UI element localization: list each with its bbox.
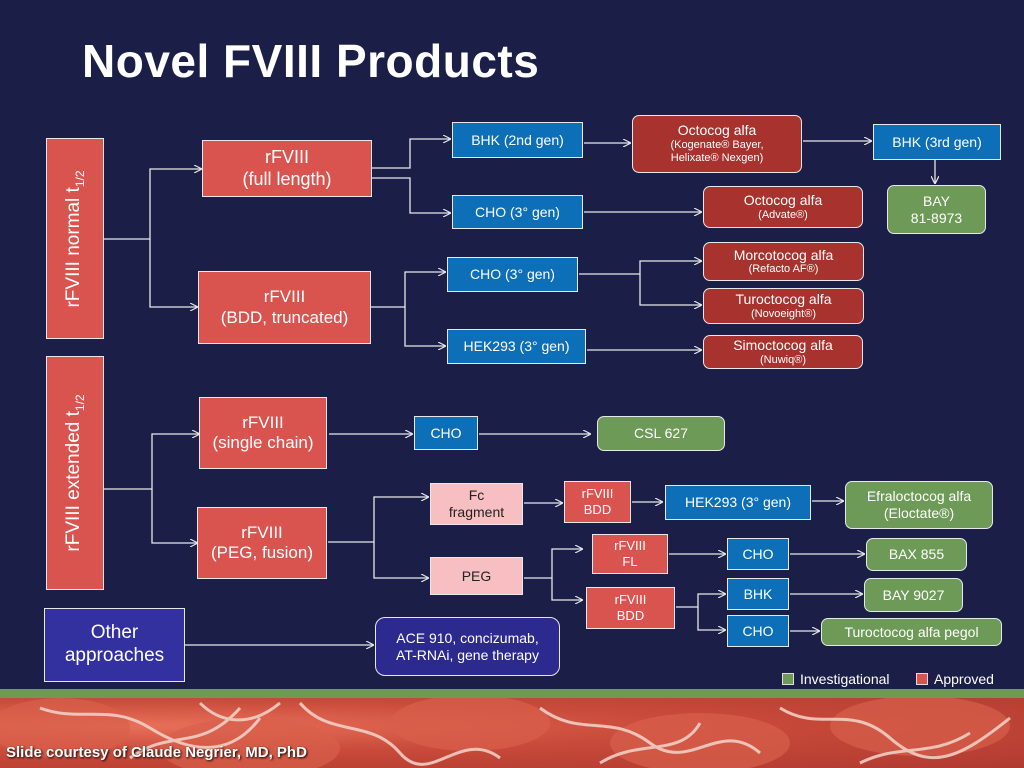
footer-divider [0,689,1024,698]
cell-line-cho-3-gen: CHO (3° gen) [452,195,583,229]
rfviii-peg-fusion-box: rFVIII(PEG, fusion) [197,507,327,579]
rfviii-full-length-box: rFVIII(full length) [202,140,372,197]
page-title: Novel FVIII Products [82,35,540,87]
legend-swatch-approved [916,673,928,685]
slide-credit: Slide courtesy of Claude Negrier, MD, Ph… [6,744,307,761]
rfviii-extended-half-life-label: rFVIII extended t1/2 [63,394,87,552]
rfviii-normal-half-life-box: rFVIII normal t1/2 [46,138,104,339]
cell-line-cho: CHO [727,538,789,570]
cell-line-bhk-3rd-gen: BHK (3rd gen) [873,124,1001,160]
product-morcotocog-alfa: Morcotocog alfa (Refacto AF®) [703,242,864,281]
rfviii-single-chain-box: rFVIII(single chain) [199,397,327,469]
product-octocog-alfa-advate: Octocog alfa (Advate®) [703,186,863,228]
cell-line-hek293-3-gen: HEK293 (3° gen) [447,329,586,364]
legend-approved: Approved [916,671,994,687]
footer-image [0,698,1024,768]
cell-line-bhk: BHK [727,578,789,610]
product-turoctocog-alfa: Turoctocog alfa (Novoeight®) [703,288,864,324]
other-approaches-box: Other approaches [44,608,185,682]
rfviii-normal-half-life-label: rFVIII normal t1/2 [63,169,87,308]
product-csl-627: CSL 627 [597,416,725,451]
cell-line-cho-3-gen: CHO (3° gen) [447,257,578,292]
product-turoctocog-alfa-pegol: Turoctocog alfa pegol [821,618,1002,646]
blood-cells-image [0,698,1011,768]
product-efraloctocog-alfa: Efraloctocog alfa(Eloctate®) [845,481,993,529]
peg-box: PEG [430,557,523,595]
other-approaches-result: ACE 910, concizumab,AT-RNAi, gene therap… [375,617,560,676]
cell-line-hek293-3-gen: HEK293 (3° gen) [665,485,811,520]
legend-swatch-investigational [782,673,794,685]
product-bax-855: BAX 855 [866,538,967,571]
cell-line-cho: CHO [727,615,789,647]
cell-line-cho: CHO [414,416,478,450]
product-simoctocog-alfa: Simoctocog alfa (Nuwiq®) [703,335,863,369]
product-bay-9027: BAY 9027 [864,578,963,612]
rfviii-bdd-truncated-box: rFVIII(BDD, truncated) [198,271,371,344]
connector-lines [104,0,1024,690]
cell-line-bhk-2nd-gen: BHK (2nd gen) [452,122,583,158]
legend-investigational: Investigational [782,671,890,687]
rfviii-extended-half-life-box: rFVIII extended t1/2 [46,356,104,590]
product-octocog-alfa-kogenate: Octocog alfa (Kogenate® Bayer, Helixate®… [632,115,802,173]
